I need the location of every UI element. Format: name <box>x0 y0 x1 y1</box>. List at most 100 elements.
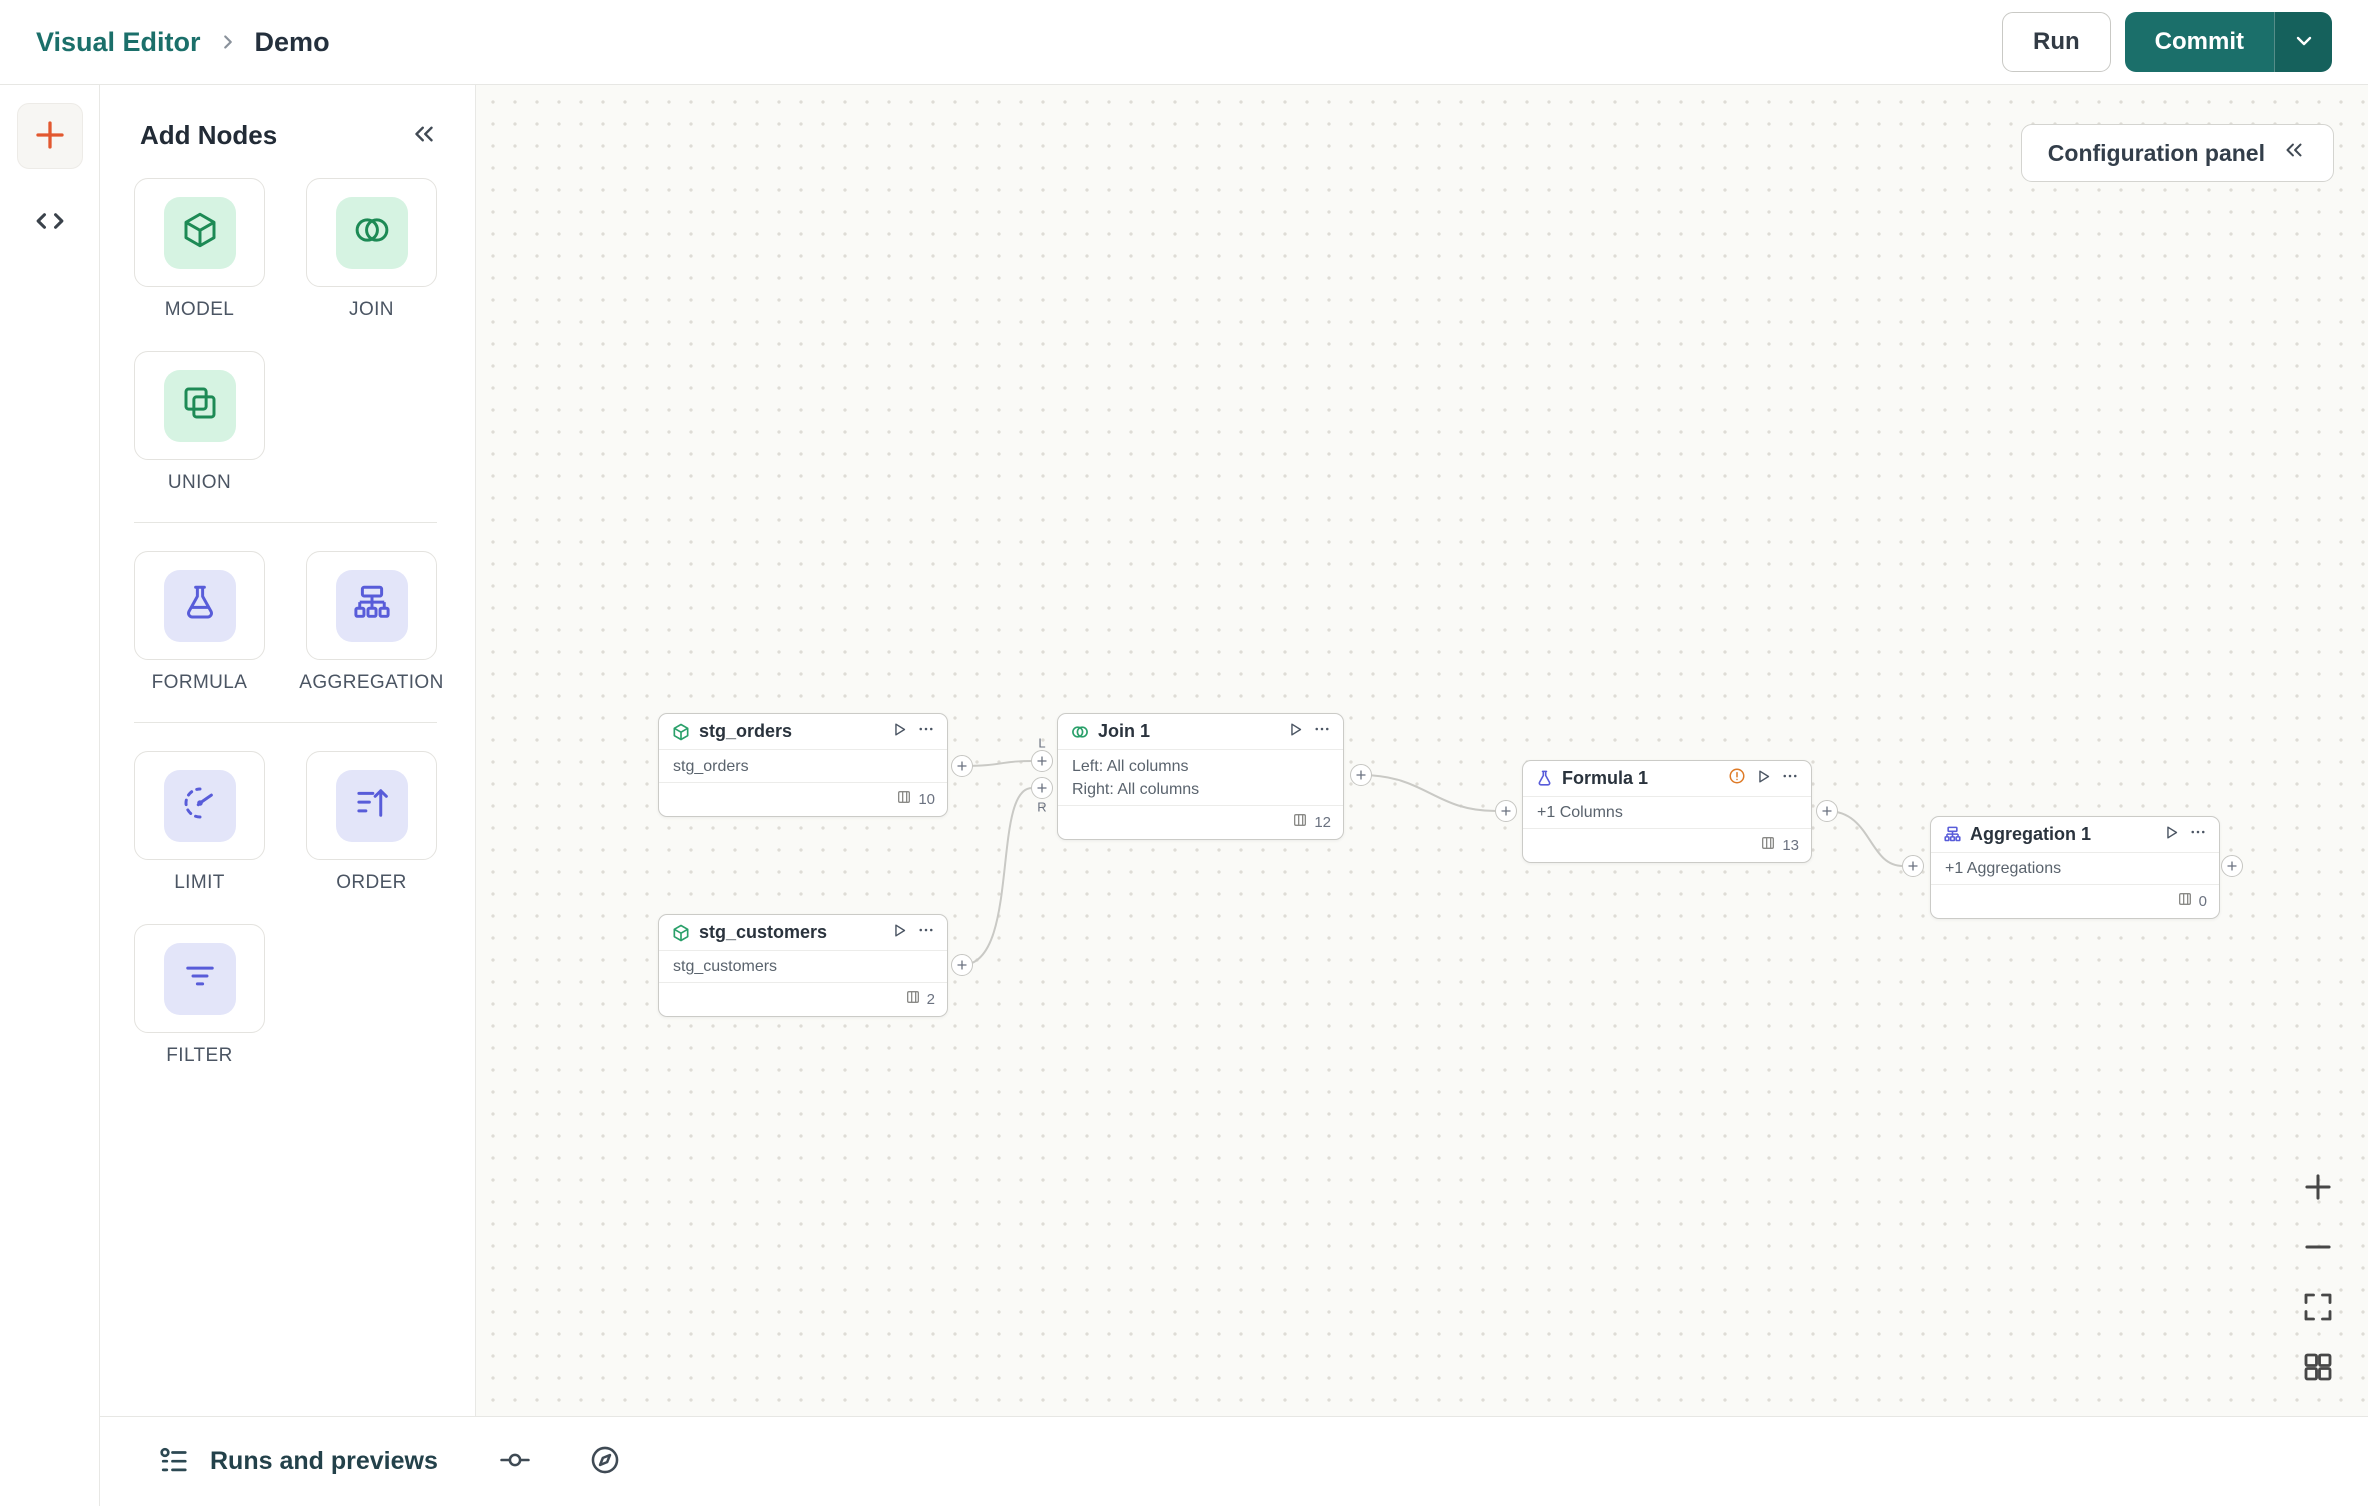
limit-icon <box>179 782 221 829</box>
palette-card-join[interactable]: JOIN <box>306 178 437 321</box>
node-row: stg_orders <box>673 757 749 775</box>
port-stg-customers-output[interactable] <box>951 954 973 976</box>
double-chevron-left-icon <box>2281 137 2307 169</box>
node-row: stg_customers <box>673 958 778 975</box>
palette-card-model[interactable]: MODEL <box>134 178 265 321</box>
palette-card-label: MODEL <box>164 299 235 320</box>
plus-icon <box>32 117 68 156</box>
node-title: Aggregation 1 <box>1970 824 2092 844</box>
warning-icon <box>1728 767 1746 790</box>
explore-button[interactable] <box>588 1443 622 1480</box>
palette-card-union[interactable]: FORMULA UNION <box>134 351 265 494</box>
more-menu-icon[interactable] <box>917 720 935 743</box>
palette-card-filter[interactable]: FILTER <box>134 924 265 1067</box>
filter-icon <box>179 955 221 1002</box>
join-left-port-label: L <box>1038 735 1046 751</box>
columns-icon <box>1760 835 1776 856</box>
column-count: 0 <box>2198 893 2207 910</box>
port-join-output[interactable] <box>1350 764 1372 786</box>
code-icon <box>31 202 69 243</box>
palette-card-formula[interactable]: FORMULA <box>134 551 265 694</box>
columns-icon <box>905 989 921 1010</box>
runs-and-previews-label: Runs and previews <box>210 1447 438 1475</box>
model-icon <box>671 722 691 742</box>
commit-button[interactable]: Commit <box>2124 12 2274 72</box>
play-icon[interactable] <box>2163 824 2180 846</box>
play-icon[interactable] <box>891 721 908 743</box>
column-count: 12 <box>1314 814 1331 831</box>
columns-icon <box>2177 891 2193 912</box>
fit-view-button[interactable] <box>2296 1286 2340 1330</box>
node-title: Join 1 <box>1098 721 1151 741</box>
node-join-1[interactable]: Join 1 Left: All columns <box>1057 713 1344 840</box>
port-aggregation-input[interactable] <box>1902 855 1924 877</box>
zoom-out-button[interactable] <box>2296 1226 2340 1270</box>
palette-card-label: LIMIT <box>174 872 225 893</box>
more-menu-icon[interactable] <box>1313 720 1331 743</box>
node-row: +1 Columns <box>1537 804 1623 821</box>
palette-card-label: FORMULA <box>151 672 248 693</box>
more-menu-icon[interactable] <box>917 921 935 944</box>
play-icon[interactable] <box>891 922 908 944</box>
play-icon[interactable] <box>1755 768 1772 790</box>
code-view-button[interactable] <box>17 199 83 245</box>
play-icon[interactable] <box>1287 721 1304 743</box>
configuration-panel-button[interactable]: Configuration panel <box>2020 124 2334 182</box>
breadcrumb: Visual Editor Demo <box>36 27 330 58</box>
double-chevron-left-icon <box>409 119 439 152</box>
more-menu-icon[interactable] <box>1781 767 1799 790</box>
node-aggregation-1[interactable]: Aggregation 1 +1 Aggrega <box>1930 816 2220 919</box>
palette-card-label: JOIN <box>349 299 394 320</box>
breadcrumb-visual-editor[interactable]: Visual Editor <box>36 26 201 57</box>
palette-card-label: ORDER <box>336 872 407 893</box>
node-stg-orders[interactable]: stg_orders stg_orders <box>658 713 948 817</box>
aggregation-icon <box>351 582 393 629</box>
plus-icon <box>2299 1168 2337 1209</box>
port-stg-orders-output[interactable] <box>951 755 973 777</box>
config-panel-label: Configuration panel <box>2047 139 2265 166</box>
add-node-button[interactable] <box>16 103 83 169</box>
canvas-controls <box>2296 1166 2340 1390</box>
run-button[interactable]: Run <box>2002 12 2111 72</box>
layout-grid-button[interactable] <box>2296 1346 2340 1390</box>
node-stg-customers[interactable]: stg_customers stg_custom <box>658 914 948 1017</box>
palette-card-aggregation[interactable]: AGGREGATION <box>299 551 443 694</box>
left-icon-rail <box>0 85 100 1506</box>
join-icon <box>1070 722 1090 742</box>
node-row-right-columns: Right: All columns <box>1072 780 1200 798</box>
palette-card-order[interactable]: ORDER <box>306 751 437 894</box>
port-formula-output[interactable] <box>1816 800 1838 822</box>
node-title: Formula 1 <box>1562 768 1649 788</box>
column-count: 13 <box>1782 837 1799 854</box>
bottom-bar: Runs and previews <box>100 1416 2368 1506</box>
column-count: 2 <box>926 991 935 1008</box>
port-aggregation-output[interactable] <box>2221 855 2243 877</box>
panel-title: Add Nodes <box>140 120 278 150</box>
collapse-panel-button[interactable] <box>409 119 439 152</box>
lineage-toggle-button[interactable] <box>498 1443 532 1480</box>
commit-options-button[interactable] <box>2274 12 2332 72</box>
graph-canvas[interactable]: Configuration panel stg_orders <box>476 85 2368 1416</box>
commit-split-button: Commit <box>2124 12 2332 72</box>
node-formula-1[interactable]: Formula 1 <box>1522 760 1812 863</box>
port-join-right-input[interactable] <box>1031 777 1053 799</box>
grid-icon <box>2300 1349 2336 1388</box>
more-menu-icon[interactable] <box>2189 823 2207 846</box>
palette-card-label: UNION <box>167 472 232 493</box>
port-formula-input[interactable] <box>1495 800 1517 822</box>
topbar-actions: Run Commit <box>2002 12 2332 72</box>
join-right-port-label: R <box>1037 799 1047 815</box>
add-nodes-panel: Add Nodes <box>100 85 476 1416</box>
runs-icon <box>156 1442 192 1481</box>
column-count: 10 <box>918 791 935 808</box>
zoom-in-button[interactable] <box>2296 1166 2340 1210</box>
port-join-left-input[interactable] <box>1031 750 1053 772</box>
divider <box>134 522 437 523</box>
formula-icon <box>1535 769 1554 788</box>
node-title: stg_customers <box>699 922 828 942</box>
palette-card-limit[interactable]: LIMIT <box>134 751 265 894</box>
runs-and-previews-toggle[interactable]: Runs and previews <box>156 1442 438 1481</box>
breadcrumb-current-page: Demo <box>254 26 330 57</box>
node-row-left-columns: Left: All columns <box>1072 757 1189 775</box>
